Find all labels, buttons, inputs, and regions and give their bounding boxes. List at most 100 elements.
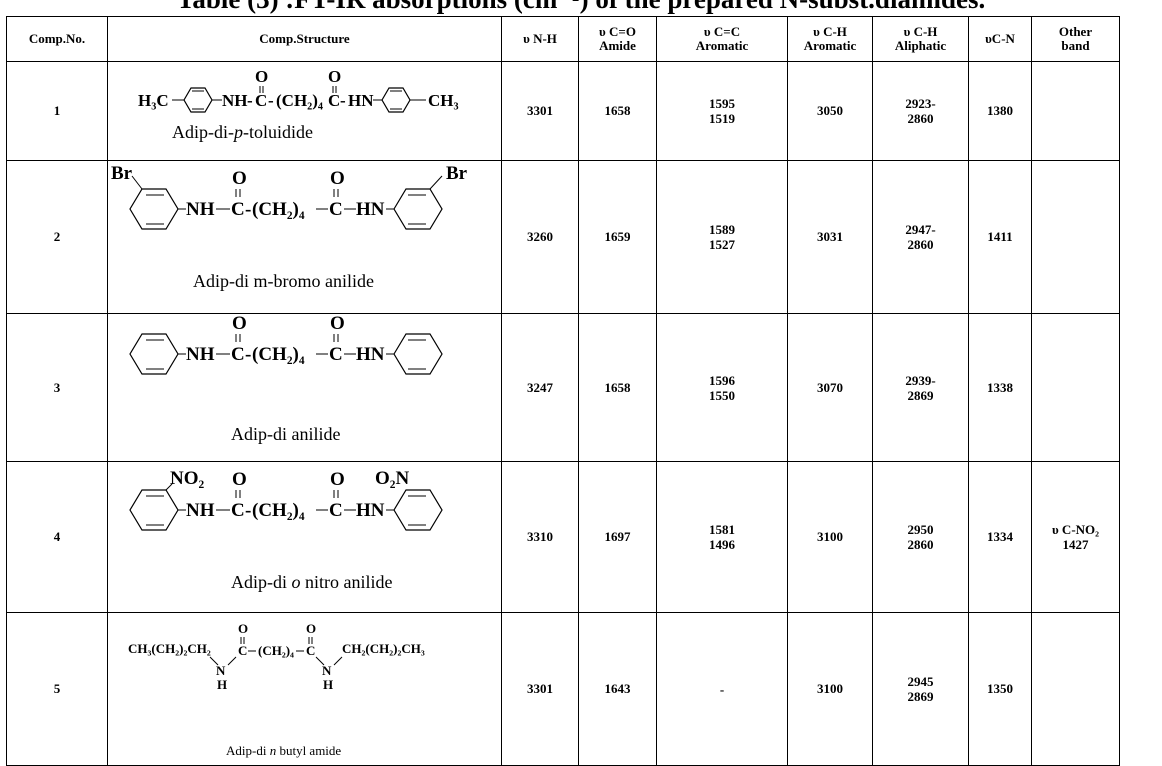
cn-value: 1334 <box>968 461 1032 613</box>
co-value: 1697 <box>578 461 657 613</box>
comp-no: 1 <box>6 61 108 161</box>
table-row: 4 NO₂ NH C O - (CH₂)₄ C O HN <box>6 461 1120 613</box>
struct-o-left: O <box>232 168 247 189</box>
header-cha-2: Aromatic <box>803 38 857 53</box>
svg-text:-: - <box>247 91 253 110</box>
ch-aromatic-value: 3070 <box>787 313 873 462</box>
struct-chain: (CH₂)₄ <box>252 500 305 521</box>
co-value: 1659 <box>578 160 657 314</box>
header-cc-1: υ C=C <box>703 24 741 39</box>
cn-value: 1338 <box>968 313 1032 462</box>
struct-nh: NH <box>222 91 248 110</box>
comp-no: 4 <box>6 461 108 613</box>
struct-chain: (CH₂)₄ <box>252 199 305 220</box>
other-value <box>1031 61 1120 161</box>
struct-nh: NH <box>186 199 215 220</box>
comp-no: 3 <box>6 313 108 462</box>
nh-value: 3310 <box>501 461 579 613</box>
structure-drawing-5: CH₃(CH₂)₂CH₂ N H C O (CH₂)₄ C O N H CH₂(… <box>128 621 425 758</box>
struct-chain: (CH₂)₄ <box>252 344 305 365</box>
header-cn: υC-N <box>968 16 1032 62</box>
other-value <box>1031 612 1120 766</box>
table-row: 3 NH C O - (CH₂)₄ C O HN <box>6 313 1120 462</box>
header-cha-1: υ C-H <box>813 24 847 39</box>
struct-c-left: C <box>231 500 245 521</box>
cc-value: - <box>656 612 788 766</box>
header-other-1: Other <box>1058 24 1093 39</box>
table-row: 1 H₃C NH - C O - (CH₂)₄ C O - HN <box>6 61 1120 161</box>
struct-c-right: C <box>329 500 343 521</box>
ch-aliphatic-value: 2947-2860 <box>872 160 969 314</box>
nh-value: 3301 <box>501 61 579 161</box>
nh-value: 3260 <box>501 160 579 314</box>
struct-c-right: C <box>329 344 343 365</box>
struct-hn: HN <box>356 500 385 521</box>
struct-br-left: Br <box>111 163 133 184</box>
ch-aromatic-value: 3100 <box>787 461 873 613</box>
co-value: 1643 <box>578 612 657 766</box>
svg-text:-: - <box>340 91 346 110</box>
struct-o-right: O <box>306 621 316 636</box>
struct-no2-right: O₂N <box>375 468 409 489</box>
structure-cell: NO₂ NH C O - (CH₂)₄ C O HN <box>107 461 502 613</box>
struct-hn: HN <box>348 91 374 110</box>
header-structure: Comp.Structure <box>107 16 502 62</box>
struct-nh: NH <box>186 344 215 365</box>
struct-butyl-right: CH₂(CH₂)₂CH₃ <box>342 641 425 656</box>
cn-value: 1350 <box>968 612 1032 766</box>
svg-text:-: - <box>245 344 251 365</box>
compound-name-2: Adip-di m-bromo anilide <box>193 271 374 291</box>
struct-c-left: C <box>231 199 245 220</box>
struct-right-group: CH₃ <box>428 91 459 110</box>
table-row: 5 CH₃(CH₂)₂CH₂ N H C O (CH₂)₄ C O N H <box>6 612 1120 766</box>
struct-hn: HN <box>356 344 385 365</box>
structure-cell: NH C O - (CH₂)₄ C O HN Adip-di anilide <box>107 313 502 462</box>
struct-butyl-left: CH₃(CH₂)₂CH₂ <box>128 641 211 656</box>
header-cc-2: Aromatic <box>695 38 749 53</box>
struct-c-left: C <box>238 643 247 658</box>
header-nh: υ N-H <box>501 16 579 62</box>
comp-no: 5 <box>6 612 108 766</box>
co-value: 1658 <box>578 61 657 161</box>
ch-aromatic-value: 3031 <box>787 160 873 314</box>
compound-name-4: Adip-di o nitro anilide <box>231 572 392 592</box>
struct-c-left: C <box>255 91 267 110</box>
structure-drawing-1: H₃C NH - C O - (CH₂)₄ C O - HN <box>138 67 459 142</box>
struct-o-right: O <box>328 67 341 86</box>
struct-o-left: O <box>232 469 247 490</box>
svg-text:-: - <box>268 91 274 110</box>
structure-cell: Br NH C O - (CH₂)₄ C O HN <box>107 160 502 314</box>
comp-no: 2 <box>6 160 108 314</box>
struct-c-right: C <box>328 91 340 110</box>
header-comp-no: Comp.No. <box>6 16 108 62</box>
struct-n-right: N <box>322 663 332 678</box>
header-other-2: band <box>1061 38 1090 53</box>
compound-name-1: Adip-di-p-toluidide <box>172 122 313 142</box>
struct-chain: (CH₂)₄ <box>276 91 323 110</box>
cn-value: 1380 <box>968 61 1032 161</box>
struct-no2-left: NO₂ <box>170 468 205 489</box>
ch-aromatic-value: 3050 <box>787 61 873 161</box>
header-chal-2: Aliphatic <box>894 38 947 53</box>
struct-br-right: Br <box>446 163 468 184</box>
ch-aliphatic-value: 2939-2869 <box>872 313 969 462</box>
struct-hn: HN <box>356 199 385 220</box>
structure-drawing-3: NH C O - (CH₂)₄ C O HN Adip-di anilide <box>129 313 443 444</box>
struct-nh: NH <box>186 500 215 521</box>
svg-text:-: - <box>245 199 251 220</box>
header-co-1: υ C=O <box>599 24 636 39</box>
other-value <box>1031 313 1120 462</box>
compound-name-5: Adip-di n butyl amide <box>226 743 341 758</box>
struct-n-left: N <box>216 663 226 678</box>
